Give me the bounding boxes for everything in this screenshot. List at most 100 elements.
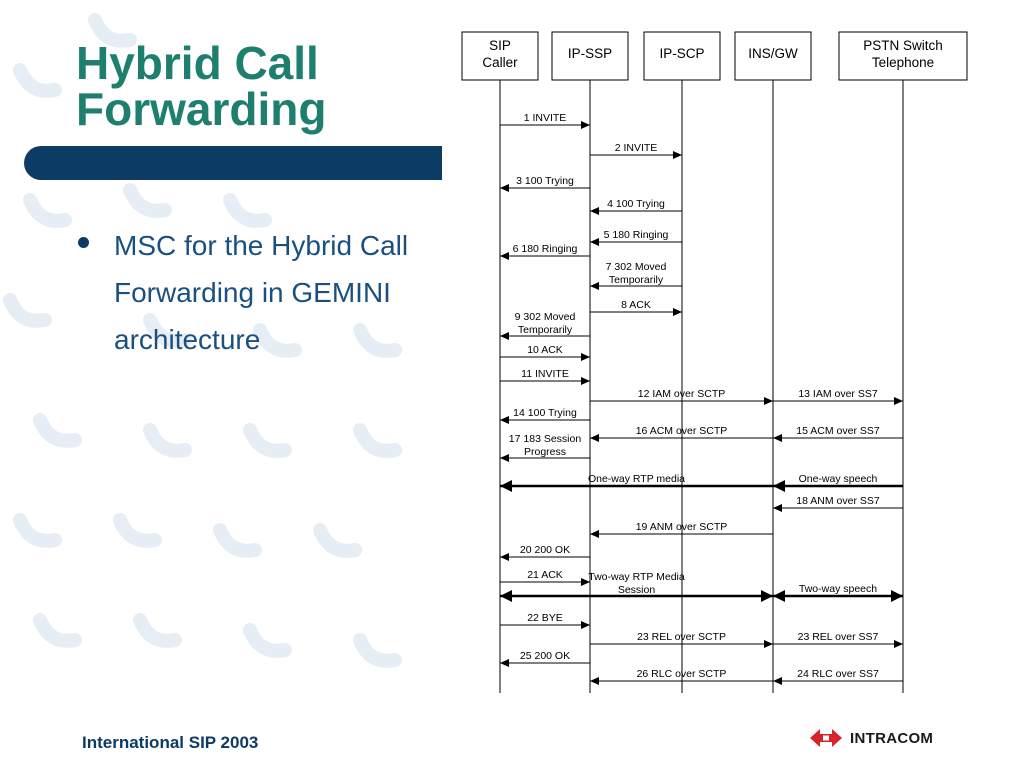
message-label: 8 ACK: [621, 299, 651, 311]
arrow-head: [500, 332, 509, 340]
message-label: 4 100 Trying: [607, 198, 665, 210]
message-label: 3 100 Trying: [516, 175, 574, 187]
bullet-text: MSC for the Hybrid Call Forwarding in GE…: [114, 230, 409, 355]
arrow-head: [590, 282, 599, 290]
arrow-head: [773, 677, 782, 685]
entity-3: INS/GW: [734, 31, 812, 693]
message-label: Temporarily: [518, 324, 573, 336]
message-label: 13 IAM over SS7: [798, 388, 878, 400]
arrow-head: [764, 397, 773, 405]
arrow-head: [581, 621, 590, 629]
message-7: 8 ACK: [590, 299, 682, 316]
message-label: 9 302 Moved: [515, 311, 576, 323]
message-9: 10 ACK: [500, 344, 590, 361]
arrow-head: [500, 454, 509, 462]
entity-1: IP-SSP: [551, 31, 629, 693]
message-label: 19 ANM over SCTP: [636, 521, 728, 533]
arrow-head: [500, 553, 509, 561]
message-label: Session: [618, 584, 656, 596]
message-label: Two-way speech: [799, 583, 877, 595]
message-label: 26 RLC over SCTP: [637, 668, 727, 680]
message-26: 23 REL over SCTP: [590, 631, 773, 648]
message-22: 21 ACK: [500, 569, 590, 586]
message-28: 25 200 OK: [500, 650, 590, 667]
entity-label: IP-SCP: [659, 46, 704, 61]
message-25: 22 BYE: [500, 612, 590, 629]
arrow-head: [500, 416, 509, 424]
message-21: 20 200 OK: [500, 544, 590, 561]
message-30: 26 RLC over SCTP: [590, 668, 773, 685]
arrow-head: [894, 397, 903, 405]
message-29: 24 RLC over SS7: [773, 668, 903, 685]
message-20: 19 ANM over SCTP: [590, 521, 773, 538]
arrow-head: [773, 590, 785, 602]
message-0: 1 INVITE: [500, 112, 590, 129]
entity-label: Telephone: [872, 55, 934, 70]
entity-box: [734, 31, 812, 81]
arrow-head: [581, 578, 590, 586]
title-line-2: Forwarding: [76, 83, 327, 135]
message-label: 5 180 Ringing: [604, 229, 669, 241]
message-label: 25 200 OK: [520, 650, 570, 662]
message-27: 23 REL over SS7: [773, 631, 903, 648]
entity-box: [838, 31, 968, 81]
entity-label: Caller: [482, 55, 518, 70]
arrow-head: [773, 434, 782, 442]
arrow-head: [590, 530, 599, 538]
entity-box: [643, 31, 721, 81]
arrow-head: [500, 659, 509, 667]
entity-2: IP-SCP: [643, 31, 721, 693]
message-label: One-way RTP media: [588, 473, 685, 485]
message-label: 20 200 OK: [520, 544, 570, 556]
message-label: Progress: [524, 446, 566, 458]
message-label: 22 BYE: [527, 612, 563, 624]
message-19: 18 ANM over SS7: [773, 495, 903, 512]
arrow-head: [894, 640, 903, 648]
message-label: 2 INVITE: [615, 142, 658, 154]
message-3: 4 100 Trying: [590, 198, 682, 215]
message-label: 24 RLC over SS7: [797, 668, 879, 680]
arrow-head: [590, 207, 599, 215]
arrow-head: [500, 590, 512, 602]
background-swoosh-pattern: [3, 13, 402, 668]
message-13: 14 100 Trying: [500, 407, 590, 424]
message-label: Temporarily: [609, 274, 664, 286]
message-5: 6 180 Ringing: [500, 243, 590, 260]
arrow-head: [773, 480, 785, 492]
arrow-head: [891, 590, 903, 602]
arrow-head: [500, 252, 509, 260]
entity-box: [461, 31, 539, 81]
message-label: 23 REL over SS7: [798, 631, 879, 643]
message-18: One-way speech: [773, 473, 903, 492]
message-14: 15 ACM over SS7: [773, 425, 903, 442]
message-label: 15 ACM over SS7: [796, 425, 880, 437]
arrow-head: [764, 640, 773, 648]
message-label: One-way speech: [799, 473, 878, 485]
arrow-head: [581, 353, 590, 361]
arrow-head: [590, 677, 599, 685]
arrow-head: [581, 121, 590, 129]
page-title: Hybrid Call Forwarding: [76, 40, 326, 132]
title-line-1: Hybrid Call: [76, 37, 319, 89]
arrow-head: [761, 590, 773, 602]
message-12: 13 IAM over SS7: [773, 388, 903, 405]
company-logo: INTRACOM: [808, 727, 933, 749]
message-label: 10 ACK: [527, 344, 563, 356]
arrow-head: [500, 184, 509, 192]
message-4: 5 180 Ringing: [590, 229, 682, 246]
message-24: Two-way speech: [773, 583, 903, 602]
message-17: One-way RTP media: [500, 473, 773, 492]
arrow-head: [590, 238, 599, 246]
message-2: 3 100 Trying: [500, 175, 590, 192]
message-label: 7 302 Moved: [606, 261, 667, 273]
bullet-item: MSC for the Hybrid Call Forwarding in GE…: [78, 222, 423, 363]
footer-text: International SIP 2003: [82, 733, 259, 752]
arrow-head: [581, 377, 590, 385]
message-1: 2 INVITE: [590, 142, 682, 159]
bullet-dot-icon: [78, 237, 89, 248]
